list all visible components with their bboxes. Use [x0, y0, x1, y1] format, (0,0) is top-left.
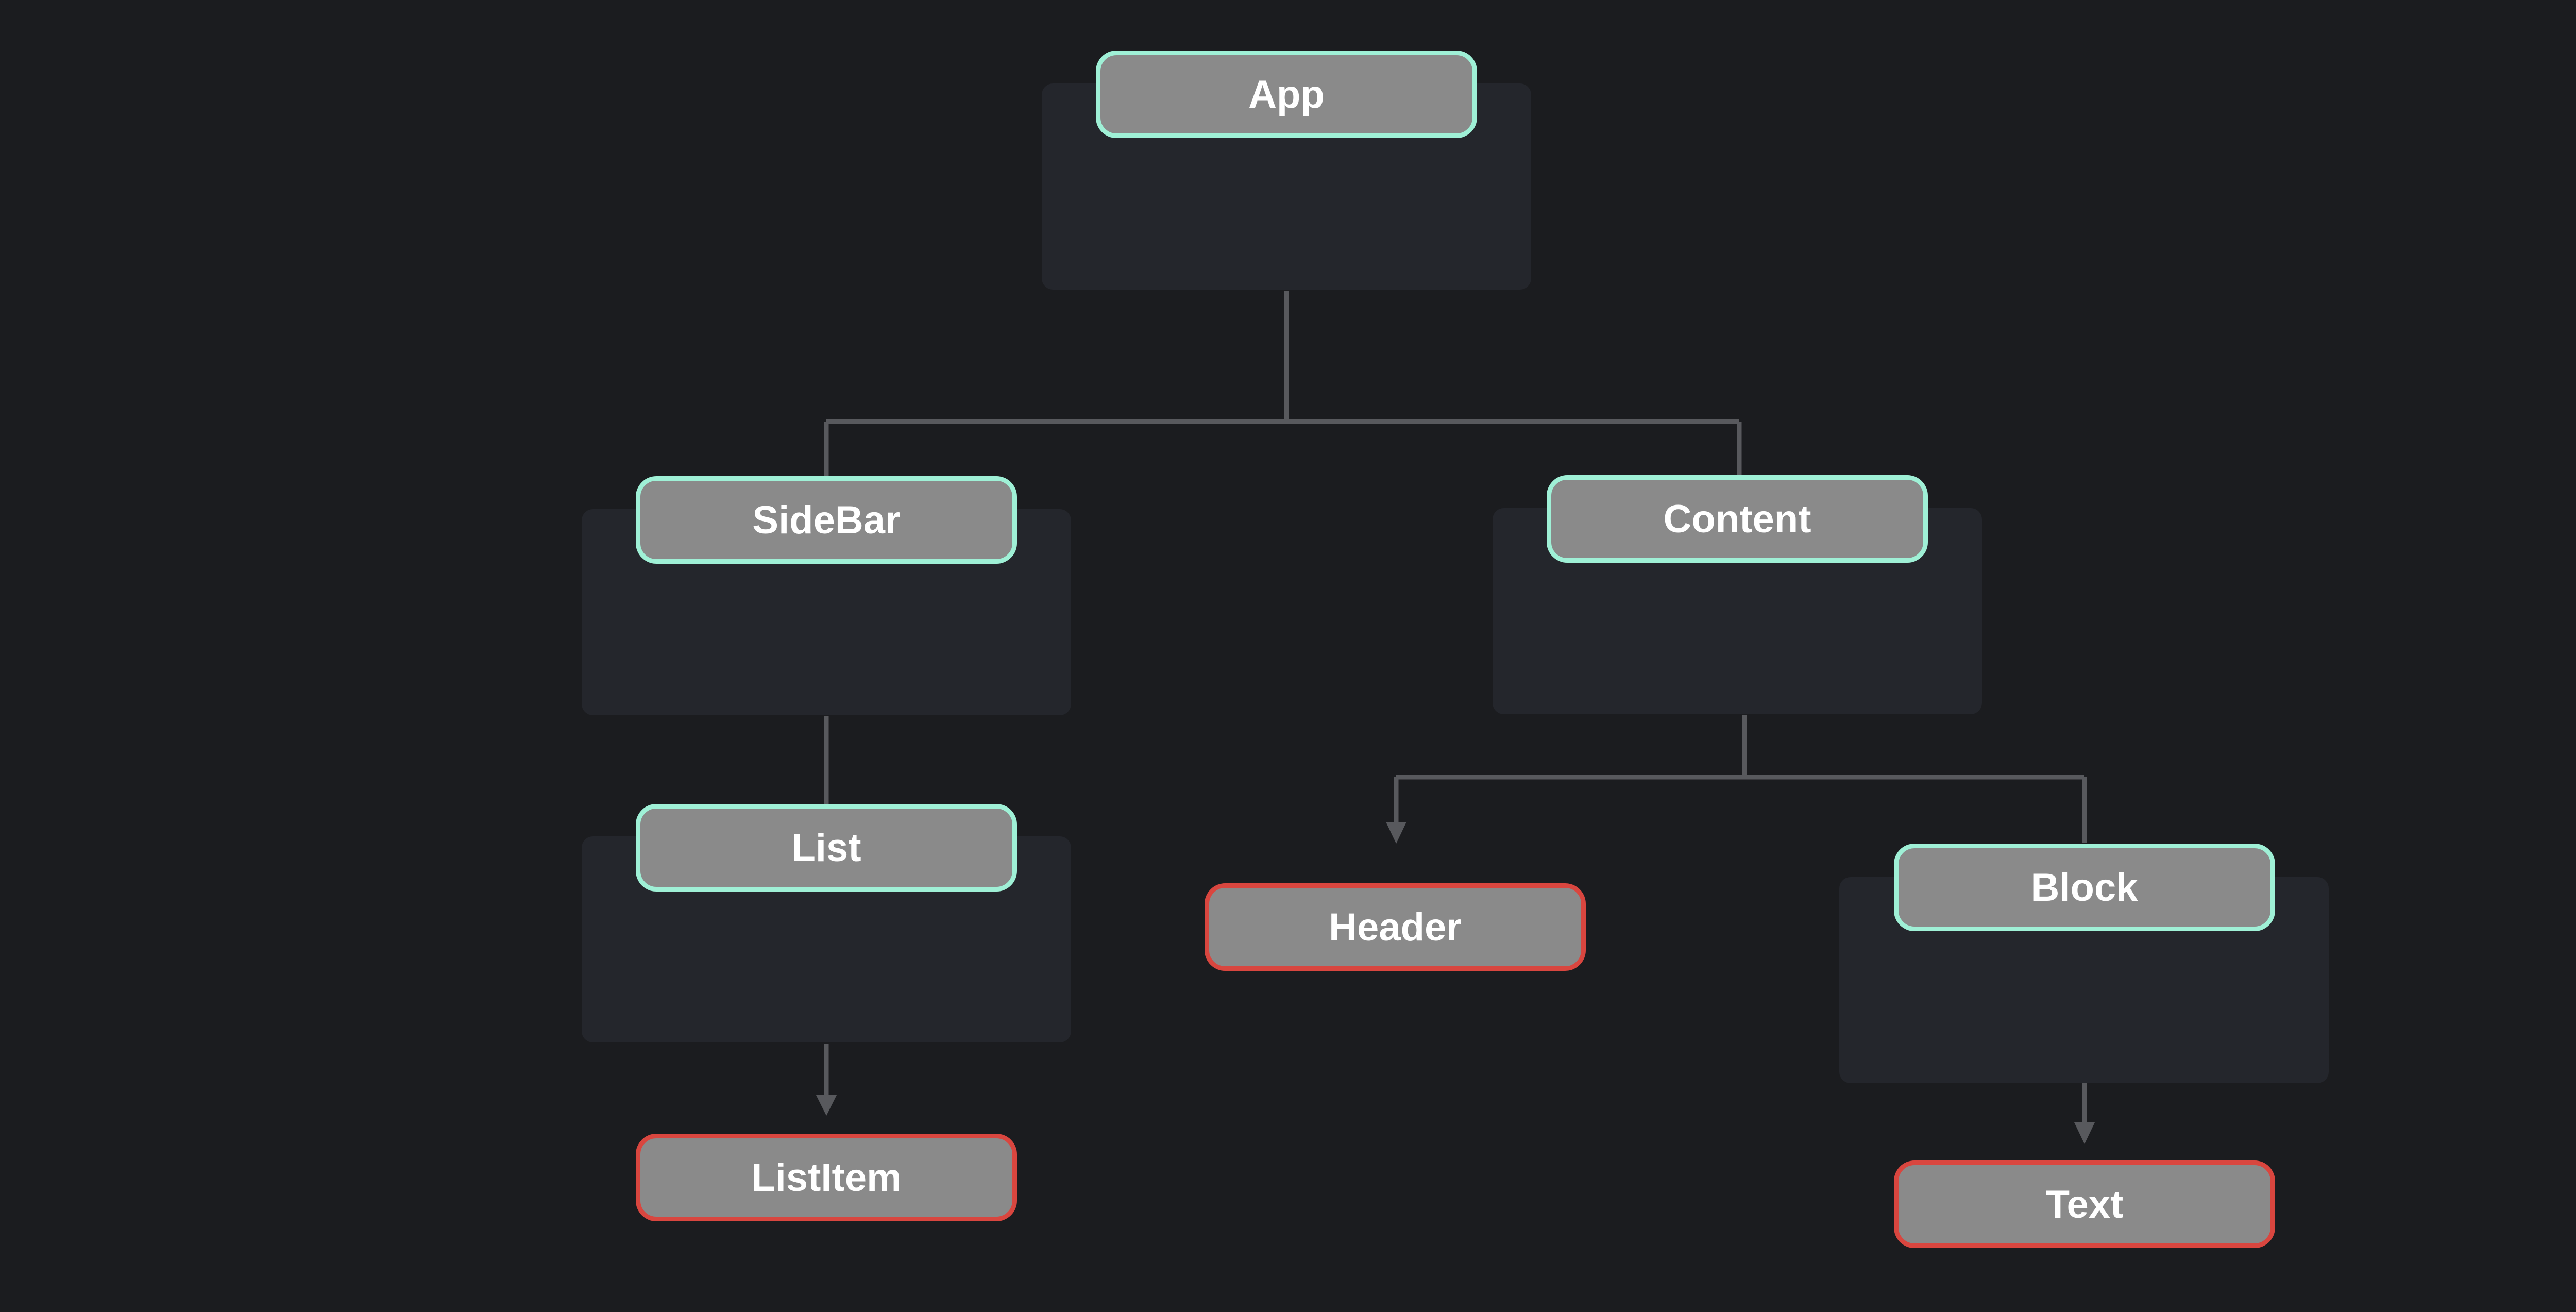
- node-list: List: [636, 804, 1017, 892]
- node-block: Block: [1894, 844, 2275, 931]
- node-label: SideBar: [752, 498, 901, 542]
- node-listitem: ListItem: [636, 1134, 1017, 1221]
- node-content: Content: [1547, 475, 1928, 563]
- node-label: Content: [1663, 497, 1811, 541]
- edge-content-children: [1394, 715, 2087, 843]
- node-label: Text: [2045, 1182, 2124, 1226]
- node-app: App: [1096, 51, 1477, 138]
- arrowhead-listitem: [816, 1095, 837, 1116]
- arrowhead-header: [1386, 822, 1406, 844]
- edge-app-children: [824, 291, 1742, 476]
- node-label: ListItem: [751, 1155, 902, 1200]
- node-label: Block: [2031, 865, 2138, 910]
- node-sidebar: SideBar: [636, 476, 1017, 564]
- node-header: Header: [1205, 883, 1586, 971]
- node-label: App: [1248, 72, 1325, 116]
- node-text: Text: [1894, 1160, 2275, 1248]
- arrowhead-text: [2074, 1122, 2095, 1144]
- node-label: Header: [1329, 905, 1462, 949]
- node-label: List: [791, 826, 861, 870]
